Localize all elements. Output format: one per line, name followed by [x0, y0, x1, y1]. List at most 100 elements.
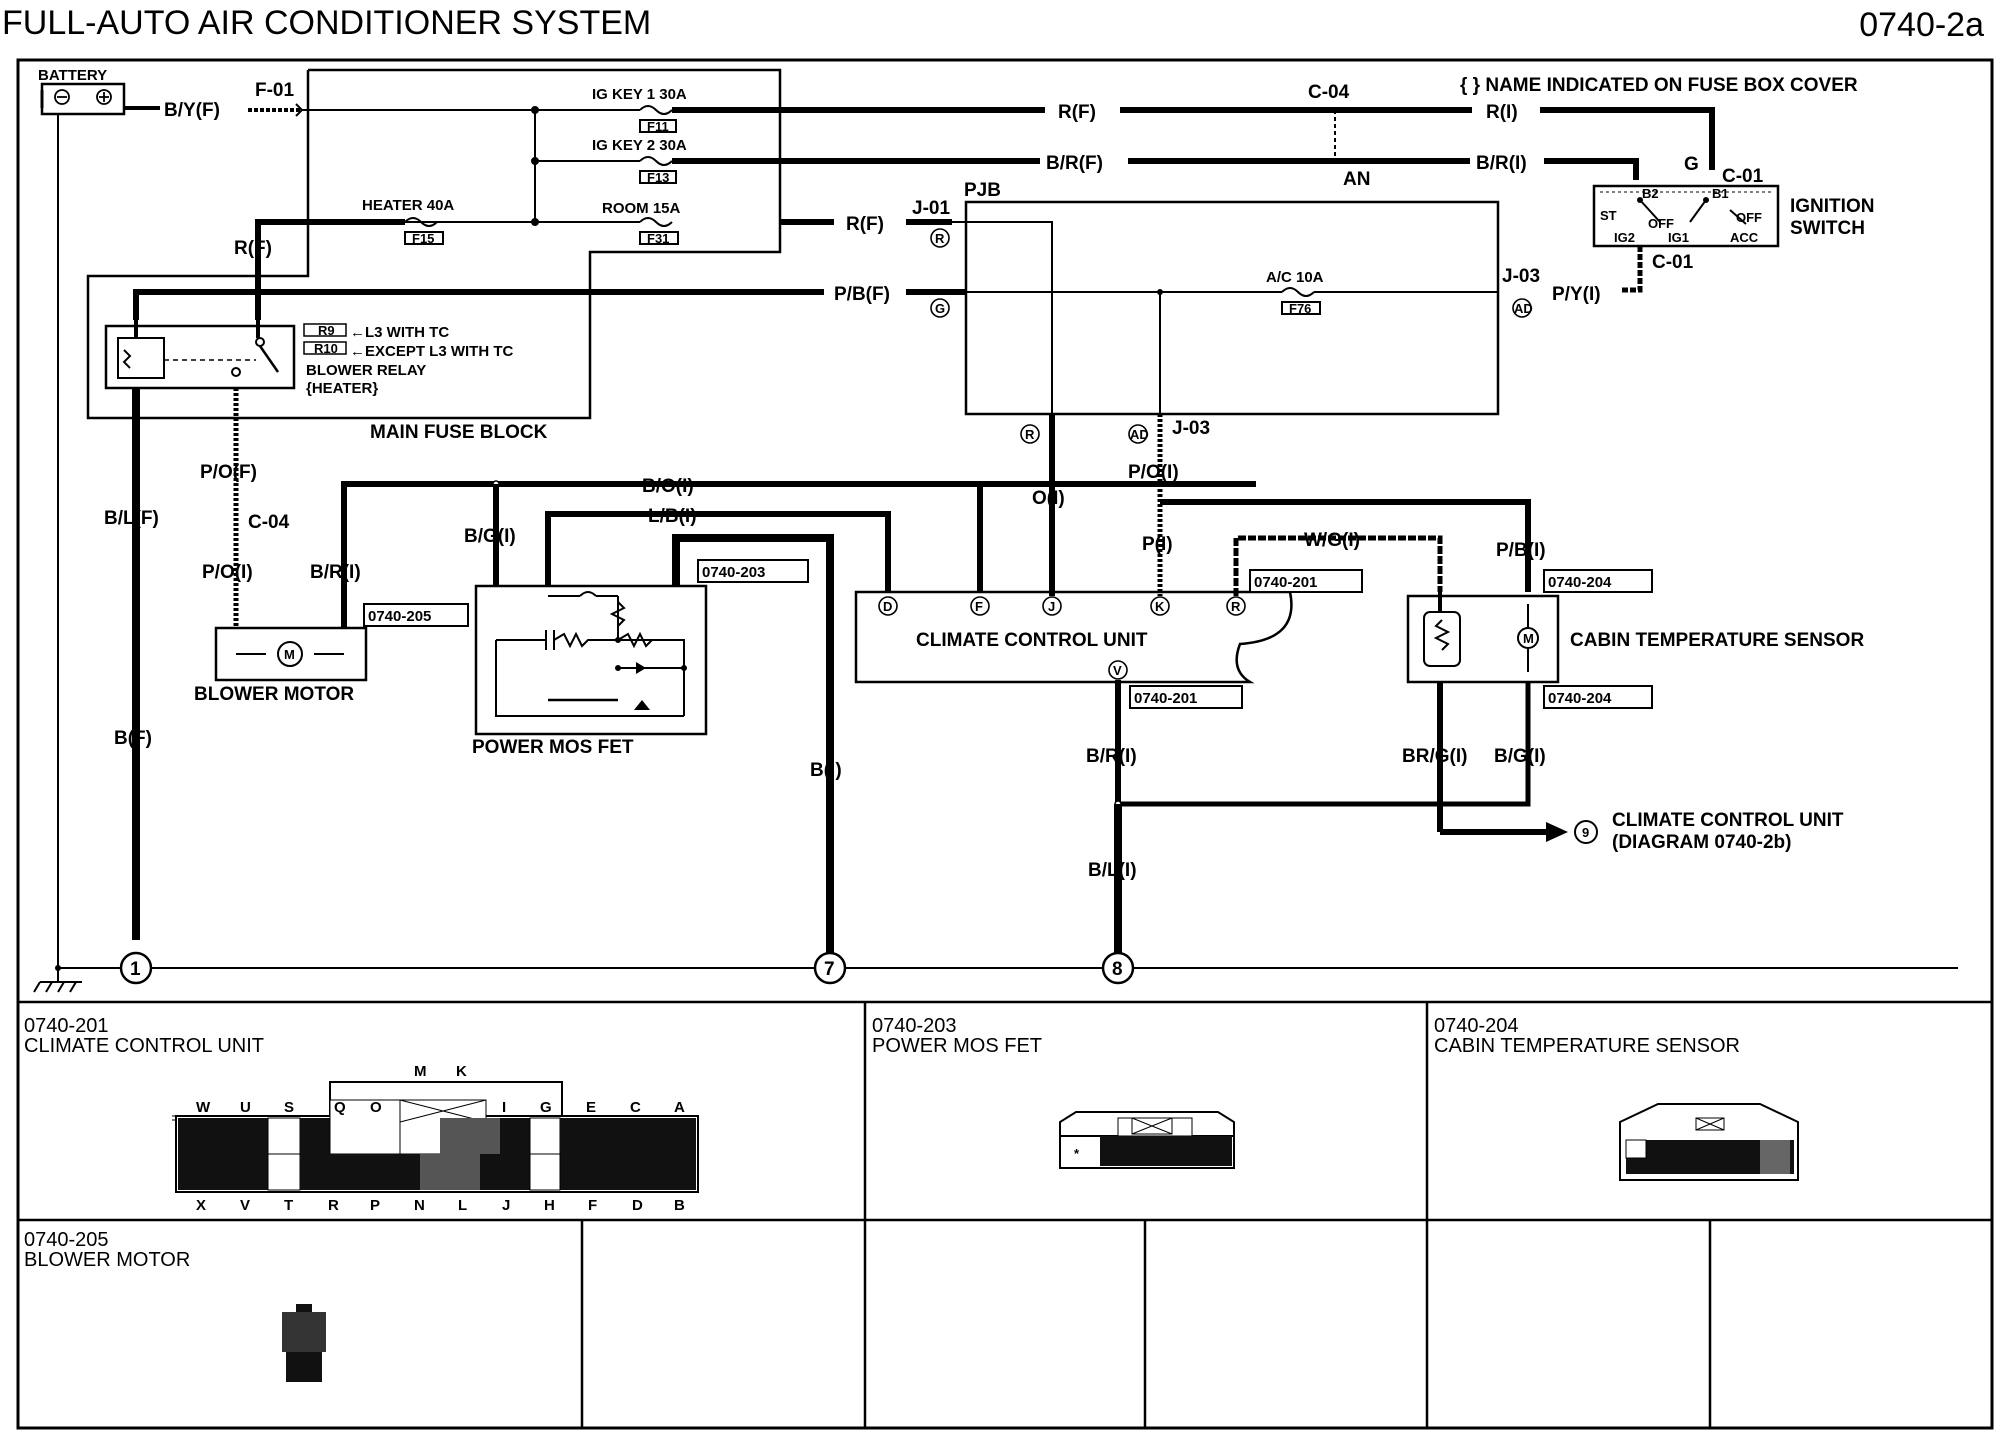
wire-bo-i-label: B/O(I) — [642, 476, 694, 497]
blower-relay-label-1: BLOWER RELAY — [306, 362, 426, 379]
connector-g: G — [1684, 154, 1699, 175]
ccu-pin-letter-g: G — [540, 1099, 552, 1116]
ccu-pin-letter-j: J — [502, 1197, 510, 1214]
power-mos-fet-label: POWER MOS FET — [472, 737, 634, 758]
ccu-bottom-pin-letters: X V T R P N L J H F D B — [196, 1197, 685, 1214]
ccu-pin-r: R — [1231, 599, 1241, 614]
relay-r10-id: R10 — [314, 341, 338, 356]
connector-j03-right: J-03 — [1502, 266, 1540, 287]
pjb-label: PJB — [964, 180, 1001, 201]
wire-r-f-top-label: R(F) — [1058, 102, 1096, 123]
ground-point-7-label: 7 — [824, 959, 835, 980]
wire-r-i — [1540, 107, 1715, 170]
ignition-switch-label-1: IGNITION — [1790, 196, 1874, 217]
svg-text:M: M — [284, 647, 295, 662]
power-mos-fet — [474, 584, 708, 736]
blower-connector-view — [282, 1304, 326, 1382]
wire-b-i-label: B(I) — [810, 760, 842, 781]
wire-b-f-label: B(F) — [114, 728, 152, 749]
ccu-pin-letter-u: U — [240, 1099, 251, 1116]
fuse-ac-label: A/C 10A — [1266, 269, 1324, 286]
connector-ref-203: 0740-203 — [702, 564, 765, 581]
ccu-pin-j: J — [1048, 599, 1055, 614]
wire-pb-f — [133, 289, 824, 320]
wire-bl-f-label: B/L(F) — [104, 508, 159, 529]
chassis-ground-icon — [33, 968, 82, 993]
ccu-pin-f: F — [975, 599, 983, 614]
wire-po-i-mid-label: P/O(I) — [1128, 462, 1179, 483]
cabin-temperature-sensor-label: CABIN TEMPERATURE SENSOR — [1570, 630, 1864, 651]
connector-ref-201-top: 0740-201 — [1254, 574, 1317, 591]
ccu-pin-letter-x: X — [196, 1197, 206, 1214]
ccu-pin-letter-l: L — [458, 1197, 467, 1214]
ccu-pin-letter-t: T — [284, 1197, 293, 1214]
wire-r-f-pjb-label: R(F) — [846, 214, 884, 235]
ccu-pin-letter-k: K — [456, 1063, 467, 1080]
connector-c04-left: C-04 — [248, 512, 290, 533]
connector-g-pin: G — [935, 301, 945, 316]
mosfet-view-name: POWER MOS FET — [872, 1035, 1042, 1057]
ignition-switch-label-2: SWITCH — [1790, 218, 1865, 239]
ccu-pin-letter-r: R — [328, 1197, 339, 1214]
ccu-pin-v: V — [1113, 663, 1122, 678]
ignition-terminal-st: ST — [1600, 208, 1617, 223]
wire-lb-i-label: L/B(I) — [648, 506, 697, 527]
wire-py-i — [1620, 246, 1643, 293]
wire-r-f-relay-label: R(F) — [234, 238, 272, 259]
mosfet-connector-view: * — [1059, 1111, 1235, 1169]
wire-bl-i-label: B/L(I) — [1088, 860, 1137, 881]
ccu-pin-letter-a: A — [674, 1099, 685, 1116]
wire-wg-i-label: W/G(I) — [1304, 530, 1360, 551]
battery — [40, 82, 126, 116]
blower-relay-r10-label: ←EXCEPT L3 WITH TC — [350, 343, 514, 360]
page-title: FULL-AUTO AIR CONDITIONER SYSTEM — [2, 4, 652, 42]
ccu-ref-label-2: (DIAGRAM 0740-2b) — [1612, 832, 1791, 853]
connector-c04-top: C-04 — [1308, 82, 1350, 103]
wire-p-i-label: P(I) — [1142, 534, 1173, 555]
connector-ad-bottom: AD — [1130, 427, 1149, 442]
wire-br-i-top-label: B/R(I) — [1476, 153, 1527, 174]
blower-view-name: BLOWER MOTOR — [24, 1249, 190, 1271]
ground-point-8-label: 8 — [1112, 959, 1123, 980]
blower-motor-label: BLOWER MOTOR — [194, 684, 354, 705]
ground-point-1 — [119, 951, 153, 985]
wire-wg-i — [1233, 535, 1443, 596]
fuse-heater-label: HEATER 40A — [362, 197, 454, 214]
fuse-ig-key2-label: IG KEY 2 30A — [592, 137, 687, 154]
mosfet-view-id: 0740-203 — [872, 1015, 957, 1037]
fuse-heater-icon — [404, 217, 444, 245]
wire-pb-i-label: P/B(I) — [1496, 540, 1546, 561]
ccu-pin-letter-n: N — [414, 1197, 425, 1214]
ignition-terminal-ig1: IG1 — [1668, 230, 1689, 245]
ccu-pin-letter-d: D — [632, 1197, 643, 1214]
connector-ref-204-bottom: 0740-204 — [1548, 690, 1612, 707]
ccu-pin-letter-h: H — [544, 1197, 555, 1214]
svg-text:M: M — [1523, 631, 1534, 646]
wire-lb-i — [545, 511, 891, 600]
ccu-pin-d: D — [883, 599, 892, 614]
fuse-ig-key2-icon — [639, 156, 677, 184]
ccu-pin-letter-i: I — [502, 1099, 506, 1116]
cabin-connector-view — [1619, 1103, 1799, 1181]
ccu-pin-letter-v: V — [240, 1197, 250, 1214]
wire-o-i-label: O(I) — [1032, 488, 1065, 509]
ccu-pin-letter-o: O — [370, 1099, 382, 1116]
cabin-temperature-sensor: M — [1406, 594, 1560, 684]
connector-ad-right: AD — [1514, 301, 1533, 316]
climate-control-unit — [854, 590, 1293, 684]
blower-relay-label-2: {HEATER} — [306, 380, 378, 397]
connector-ref-204-top: 0740-204 — [1548, 574, 1612, 591]
legend-note: { } NAME INDICATED ON FUSE BOX COVER — [1460, 75, 1858, 96]
cabin-view-name: CABIN TEMPERATURE SENSOR — [1434, 1035, 1740, 1057]
fuse-ac-id: F76 — [1289, 301, 1311, 316]
fuse-heater-id: F15 — [412, 231, 434, 246]
wire-br-i-top — [1544, 158, 1639, 180]
fuse-room-label: ROOM 15A — [602, 200, 681, 217]
ignition-terminal-acc: ACC — [1730, 230, 1759, 245]
ignition-terminal-off2: OFF — [1736, 210, 1762, 225]
wire-bg-i-sensor — [1118, 682, 1531, 807]
svg-text:*: * — [1074, 1146, 1080, 1161]
ccu-pin-letter-c: C — [630, 1099, 641, 1116]
ccu-top-pin-letters: W U S Q O I G E C A M K — [196, 1063, 685, 1116]
